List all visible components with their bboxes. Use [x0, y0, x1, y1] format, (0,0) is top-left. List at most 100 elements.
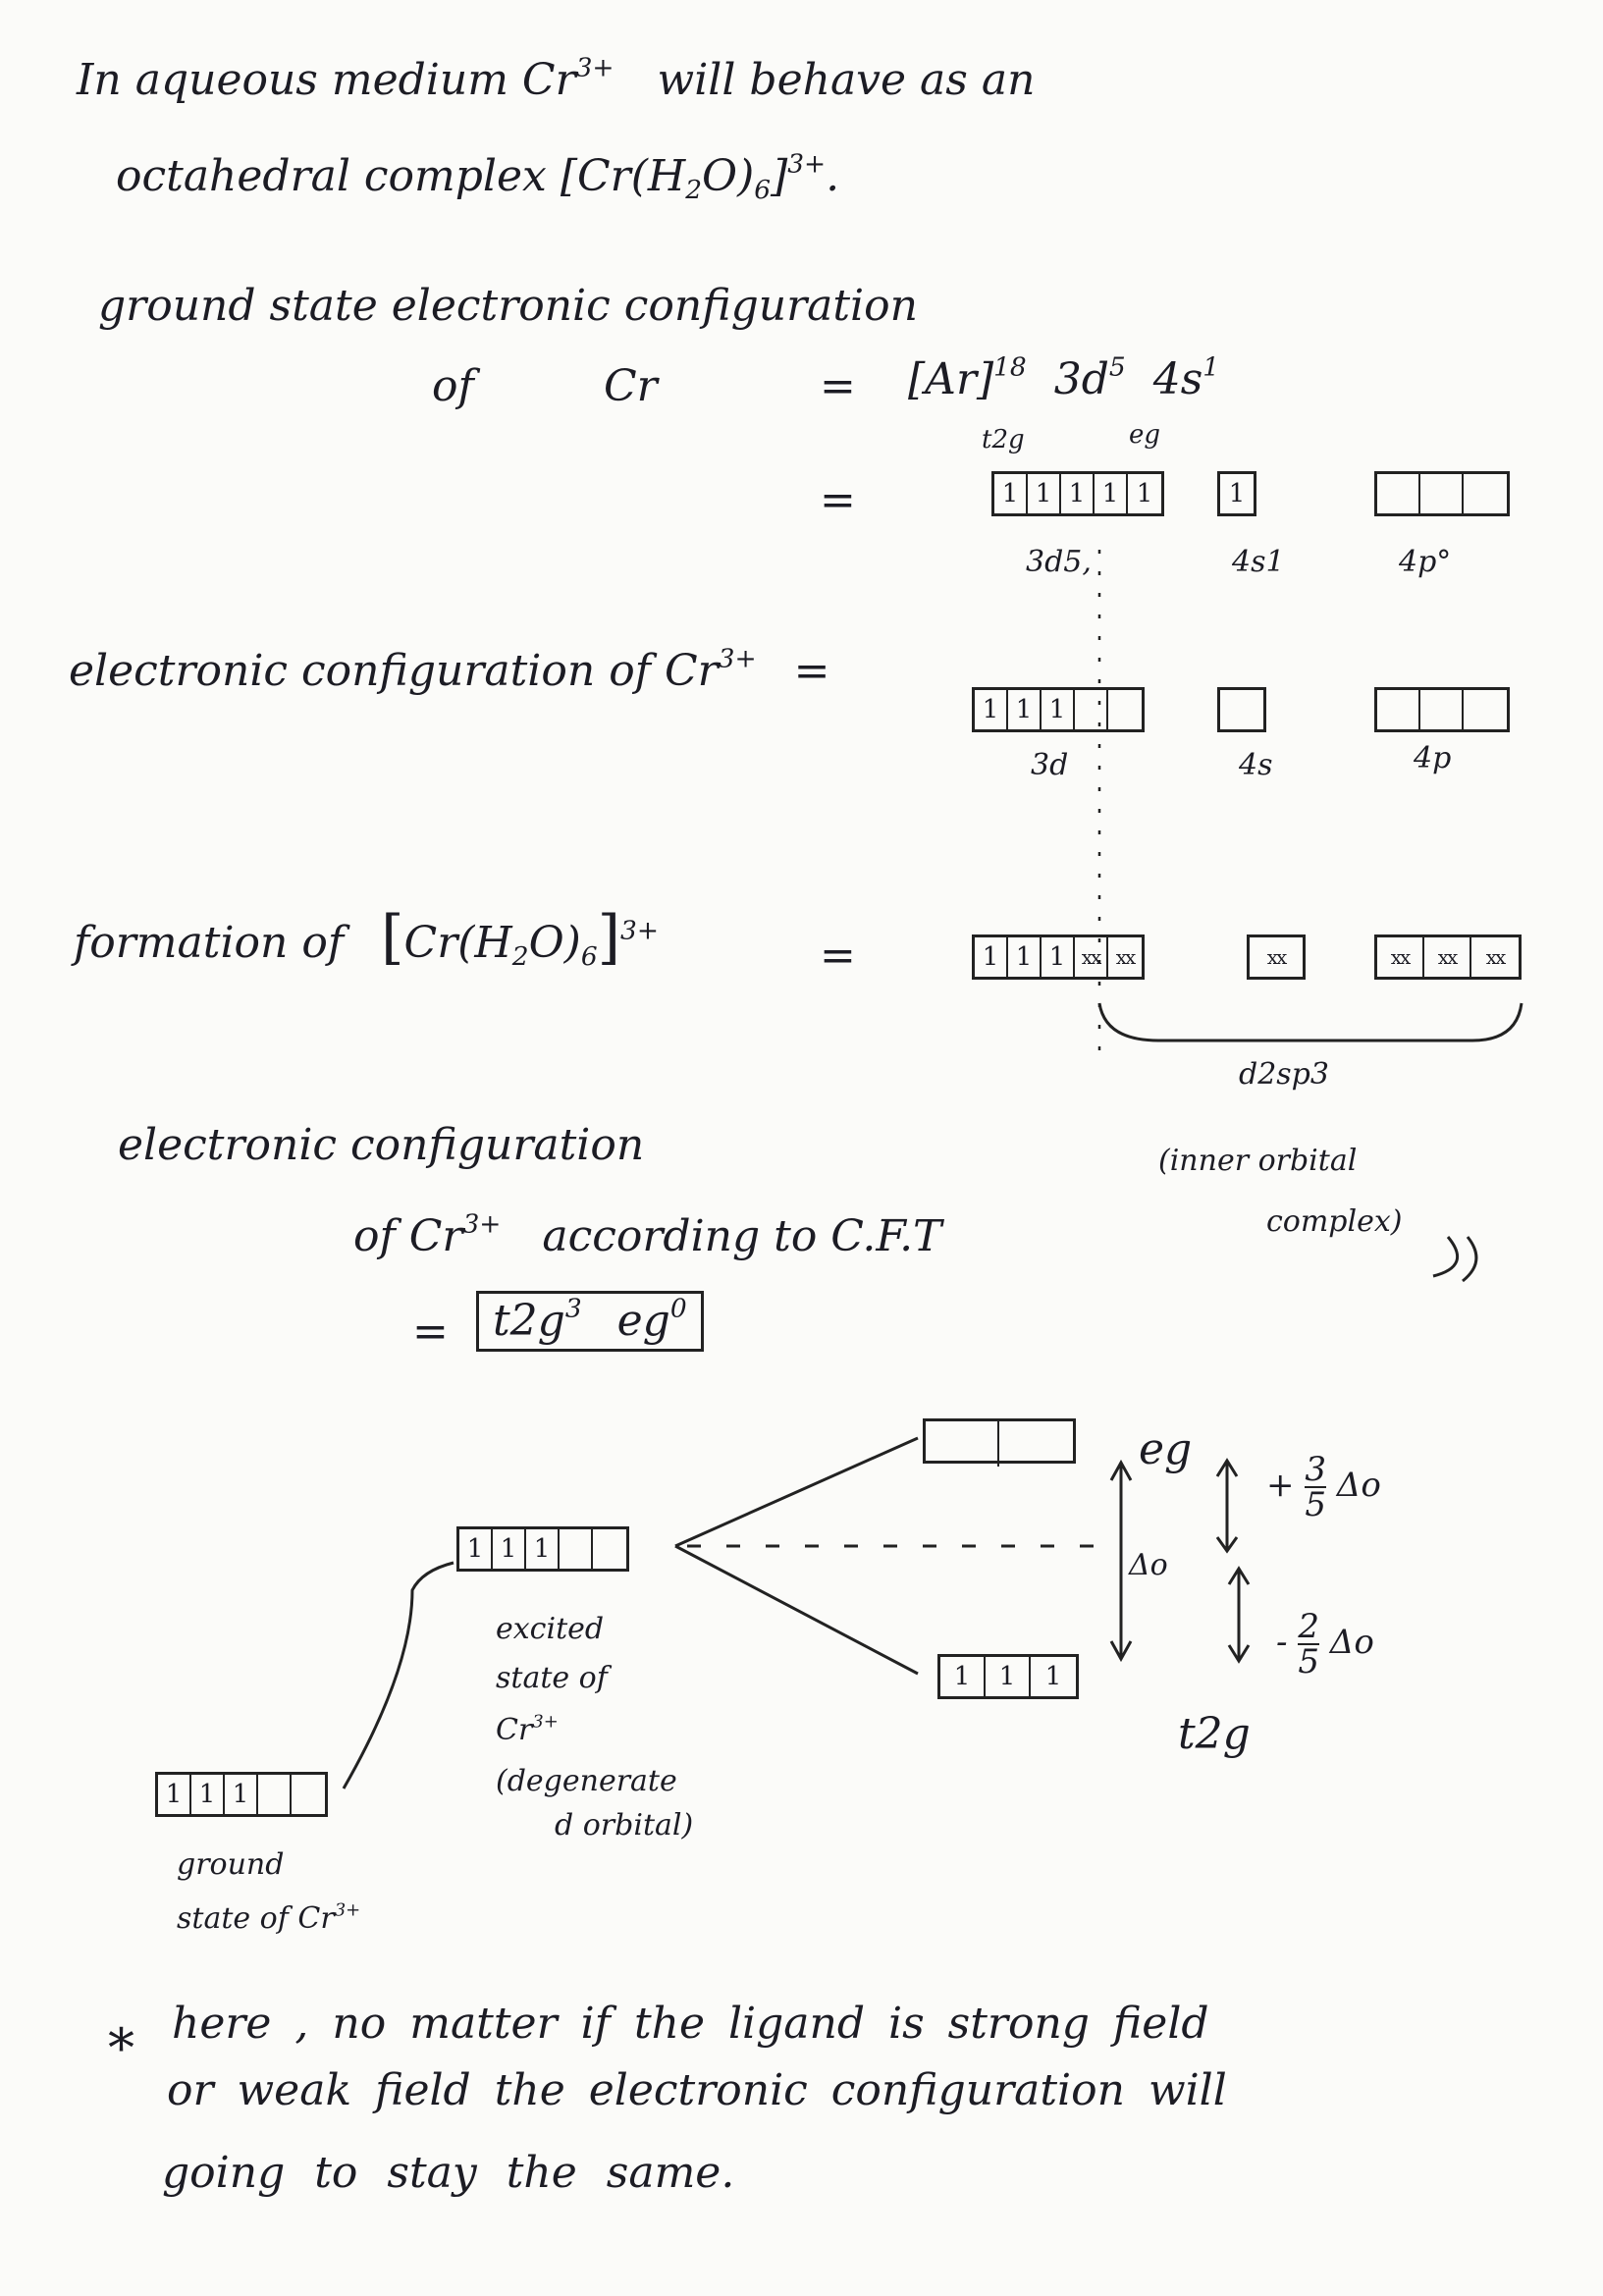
orbital-cell [926, 1421, 999, 1467]
excited-label-1: excited [496, 1612, 605, 1646]
ground-cr3-boxes: 1 1 1 [155, 1772, 328, 1817]
ground-equals-2: = [820, 475, 856, 525]
split-line-upper [674, 1436, 919, 1548]
hybridisation-label: d2sp3 [1239, 1057, 1329, 1092]
orbital-cell: 1 [1028, 474, 1061, 513]
hybrid-brace [1097, 1002, 1523, 1042]
degenerate-d-boxes: 1 1 1 [456, 1526, 629, 1572]
orbital-cell [1220, 690, 1263, 729]
ion-3d-label: 3d [1031, 748, 1069, 782]
ground-3d-boxes: 1 1 1 1 1 [991, 471, 1164, 516]
conclusion-line-1: here , no matter if the ligand is strong… [172, 1999, 1209, 2049]
orbital-cell: 1 [1136, 479, 1153, 508]
conclusion-line-2: or weak field the electronic configurati… [167, 2065, 1227, 2115]
orbital-cell [1108, 690, 1142, 729]
orbital-cell: 1 [1042, 690, 1075, 729]
excited-label-2: state of [496, 1661, 608, 1695]
ground-element: Cr [604, 361, 658, 411]
ground-4p-label: 4p° [1399, 545, 1452, 579]
orbital-cell: 1 [1008, 690, 1042, 729]
ion-4p-boxes [1374, 687, 1510, 732]
orbital-cell [1377, 690, 1420, 729]
orbital-cell-ligand: xx [1115, 945, 1137, 969]
orbital-cell: 1 [526, 1529, 560, 1569]
orbital-cell: 1 [1095, 474, 1128, 513]
ion-label: electronic configuration of Cr3+ = [69, 643, 830, 696]
formation-4s-box: xx [1247, 934, 1306, 980]
orbital-cell [1464, 474, 1507, 513]
formation-4p-boxes: xx xx xx [1374, 934, 1522, 980]
ground-config: [Ar]18 3d5 4s1 [908, 351, 1220, 404]
ground-of: of [432, 361, 474, 411]
ground-4s-box: 1 [1217, 471, 1256, 516]
orbital-cell-ligand: xx [1075, 937, 1108, 977]
ion-4p-label: 4p [1414, 741, 1452, 775]
orbital-cell-ligand: xx [1266, 945, 1288, 969]
orbital-cell: 1 [225, 1775, 258, 1814]
ground-cr3-label-1: ground [177, 1847, 285, 1882]
t2g-label: t2g [1178, 1709, 1251, 1759]
minus-energy-label: - 2 5 Δo [1276, 1607, 1374, 1682]
orbital-cell: 1 [158, 1775, 191, 1814]
excited-label-3: Cr3+ [496, 1711, 559, 1747]
orbital-cell: 1 [493, 1529, 526, 1569]
ground-4s-label: 4s1 [1232, 545, 1285, 579]
intro-line-1: In aqueous medium Cr3+ will behave as an [77, 52, 1036, 105]
orbital-cell: 1 [1061, 474, 1095, 513]
orbital-cell: 1 [986, 1657, 1031, 1696]
minus-arrow-head [1227, 1566, 1251, 1585]
delta-arrow-head-down [1109, 1640, 1133, 1663]
orbital-cell [1377, 474, 1420, 513]
excited-label-5: d orbital) [555, 1808, 694, 1842]
conclusion-star: * [108, 2017, 134, 2079]
orbital-cell [999, 1421, 1073, 1467]
formation-label: formation of [Cr(H2O)6]3+ [74, 903, 659, 972]
intro-line-2: octahedral complex [Cr(H2O)6]3+. [116, 148, 840, 205]
t2g-boxes: 1 1 1 [937, 1654, 1079, 1699]
orbital-cell: 1 [1044, 1662, 1062, 1691]
plus-energy-label: + 3 5 Δo [1266, 1450, 1381, 1524]
orbital-cell [292, 1775, 325, 1814]
ground-equals: = [820, 361, 856, 411]
orbital-cell-ligand: xx [1424, 937, 1471, 977]
complex-paren [1462, 1236, 1478, 1283]
ground-t2g-label: t2g [982, 425, 1025, 454]
ground-eg-label: eg [1129, 420, 1161, 450]
orbital-cell [258, 1775, 292, 1814]
formation-3d-boxes: 1 1 1 xx xx [972, 934, 1145, 980]
orbital-cell-ligand: xx [1377, 937, 1424, 977]
orbital-cell: 1 [1042, 937, 1075, 977]
formation-equals: = [820, 931, 856, 981]
orbital-cell [1075, 690, 1108, 729]
cft-line-2: of Cr3+ according to C.F.T [353, 1208, 942, 1261]
delta-arrow-head-up [1109, 1459, 1133, 1481]
orbital-cell: 1 [940, 1657, 986, 1696]
inner-orbital-note-1: (inner orbital [1158, 1144, 1358, 1178]
ground-cr3-label-2: state of Cr3+ [177, 1899, 361, 1936]
ion-4s-box [1217, 687, 1266, 732]
plus-arrow-head [1215, 1458, 1239, 1477]
orbital-cell [560, 1529, 593, 1569]
orbital-cell [1420, 474, 1464, 513]
split-line-lower [674, 1544, 919, 1676]
ground-heading: ground state electronic configuration [98, 281, 918, 331]
cft-result-box: t2g3 eg0 [476, 1291, 704, 1352]
orbital-cell: 1 [975, 937, 1008, 977]
orbital-cell: 1 [191, 1775, 225, 1814]
orbital-cell: 1 [1228, 479, 1246, 508]
orbital-cell-ligand: xx [1485, 945, 1507, 969]
ion-3d-boxes: 1 1 1 [972, 687, 1145, 732]
cft-line-1: electronic configuration [118, 1120, 645, 1170]
orbital-cell [593, 1529, 626, 1569]
delta-label: Δo [1129, 1548, 1168, 1582]
ion-4s-label: 4s [1239, 748, 1273, 782]
orbital-cell [1420, 690, 1464, 729]
note-bracket [1432, 1236, 1459, 1278]
orbital-cell: 1 [1008, 937, 1042, 977]
ground-3d-label: 3d5, [1026, 545, 1092, 579]
plus-arrow-head-down [1215, 1536, 1239, 1554]
orbital-cell: 1 [994, 474, 1028, 513]
eg-label: eg [1139, 1424, 1193, 1474]
